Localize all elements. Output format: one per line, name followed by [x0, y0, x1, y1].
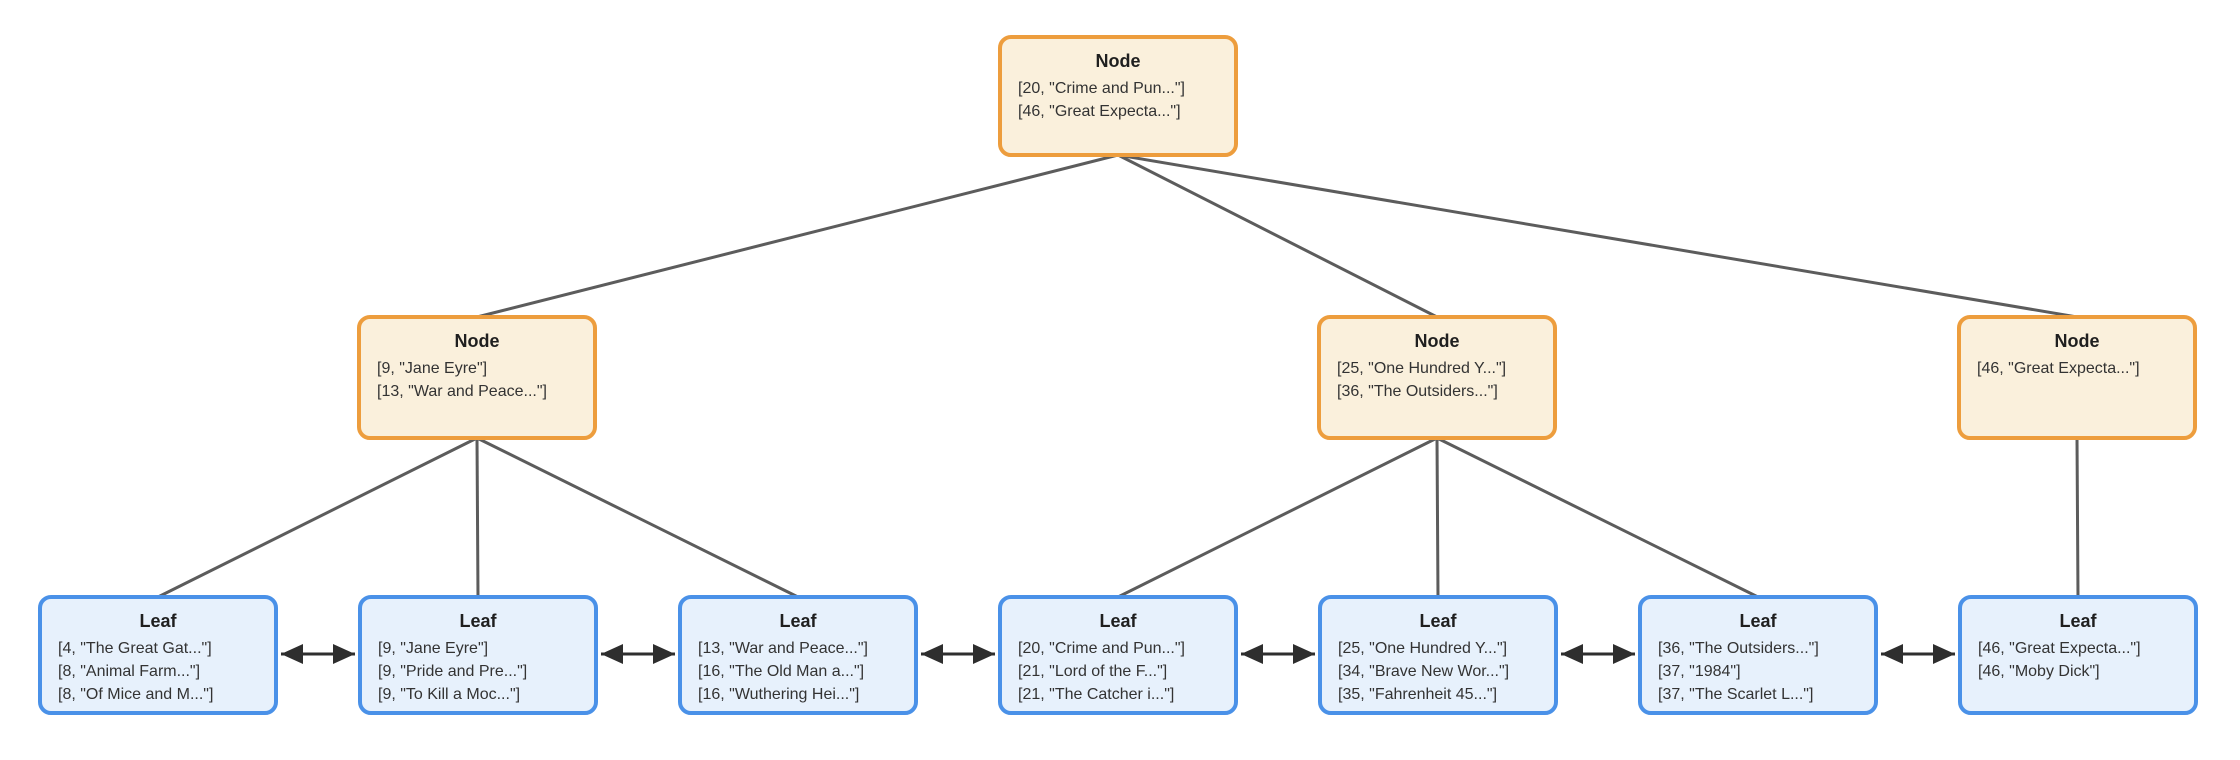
- leaf-node: Leaf [13, "War and Peace..."] [16, "The …: [678, 595, 918, 715]
- node-entry: [46, "Great Expecta..."]: [1018, 103, 1181, 120]
- node-entry: [20, "Crime and Pun..."]: [1018, 80, 1185, 97]
- leaf-entry: [37, "1984"]: [1658, 663, 1741, 680]
- leaf-entry: [46, "Great Expecta..."]: [1978, 640, 2141, 657]
- node-title: Node: [1095, 51, 1141, 71]
- leaf-entry: [46, "Moby Dick"]: [1978, 663, 2100, 680]
- internal-node: Node [25, "One Hundred Y..."] [36, "The …: [1317, 315, 1557, 440]
- tree-edge: [1117, 436, 1438, 599]
- leaf-entry: [35, "Fahrenheit 45..."]: [1338, 686, 1498, 703]
- leaf-entry: [21, "Lord of the F..."]: [1018, 663, 1168, 680]
- leaf-entry: [34, "Brave New Wor..."]: [1338, 663, 1510, 680]
- leaf-entry: [8, "Animal Farm..."]: [58, 663, 201, 680]
- leaf-node: Leaf [36, "The Outsiders..."] [37, "1984…: [1638, 595, 1878, 715]
- leaf-title: Leaf: [459, 611, 497, 631]
- leaf-title: Leaf: [779, 611, 817, 631]
- leaf-entry: [16, "The Old Man a..."]: [698, 663, 865, 680]
- node-entry: [13, "War and Peace..."]: [377, 383, 547, 400]
- leaf-node: Leaf [9, "Jane Eyre"] [9, "Pride and Pre…: [358, 595, 598, 715]
- leaf-entry: [13, "War and Peace..."]: [698, 640, 868, 657]
- tree-edge: [1117, 153, 1438, 319]
- leaf-entry: [37, "The Scarlet L..."]: [1658, 686, 1814, 703]
- leaf-node: Leaf [4, "The Great Gat..."] [8, "Animal…: [38, 595, 278, 715]
- leaf-entry: [9, "To Kill a Moc..."]: [378, 686, 521, 703]
- leaf-entry: [8, "Of Mice and M..."]: [58, 686, 214, 703]
- leaf-entry: [21, "The Catcher i..."]: [1018, 686, 1175, 703]
- tree-edge: [157, 436, 478, 599]
- leaf-node: Leaf [46, "Great Expecta..."] [46, "Moby…: [1958, 595, 2198, 715]
- leaf-entry: [36, "The Outsiders..."]: [1658, 640, 1819, 657]
- root-node: Node [20, "Crime and Pun..."] [46, "Grea…: [998, 35, 1238, 157]
- tree-edge: [475, 437, 480, 598]
- leaf-entry: [9, "Jane Eyre"]: [378, 640, 489, 657]
- leaf-title: Leaf: [1419, 611, 1457, 631]
- node-entry: [9, "Jane Eyre"]: [377, 360, 488, 377]
- leaf-title: Leaf: [1739, 611, 1777, 631]
- tree-edge: [476, 153, 1119, 319]
- node-entry: [46, "Great Expecta..."]: [1977, 360, 2140, 377]
- leaf-node: Leaf [20, "Crime and Pun..."] [21, "Lord…: [998, 595, 1238, 715]
- leaf-entry: [25, "One Hundred Y..."]: [1338, 640, 1508, 657]
- node-entry: [25, "One Hundred Y..."]: [1337, 360, 1507, 377]
- leaf-title: Leaf: [2059, 611, 2097, 631]
- node-title: Node: [1414, 331, 1460, 351]
- internal-node: Node [9, "Jane Eyre"] [13, "War and Peac…: [357, 315, 597, 440]
- tree-edge: [1117, 153, 2078, 319]
- leaf-title: Leaf: [139, 611, 177, 631]
- leaf-entry: [16, "Wuthering Hei..."]: [698, 686, 860, 703]
- leaf-entry: [4, "The Great Gat..."]: [58, 640, 212, 657]
- tree-edge: [476, 436, 799, 599]
- leaf-node: Leaf [25, "One Hundred Y..."] [34, "Brav…: [1318, 595, 1558, 715]
- node-title: Node: [2054, 331, 2100, 351]
- node-title: Node: [454, 331, 500, 351]
- internal-node: Node [46, "Great Expecta..."]: [1957, 315, 2197, 440]
- leaf-entry: [20, "Crime and Pun..."]: [1018, 640, 1185, 657]
- leaf-entry: [9, "Pride and Pre..."]: [378, 663, 528, 680]
- tree-edge: [1436, 436, 1759, 599]
- tree-edge: [1435, 437, 1440, 598]
- node-entry: [36, "The Outsiders..."]: [1337, 383, 1498, 400]
- leaf-title: Leaf: [1099, 611, 1137, 631]
- tree-edge: [2075, 437, 2080, 598]
